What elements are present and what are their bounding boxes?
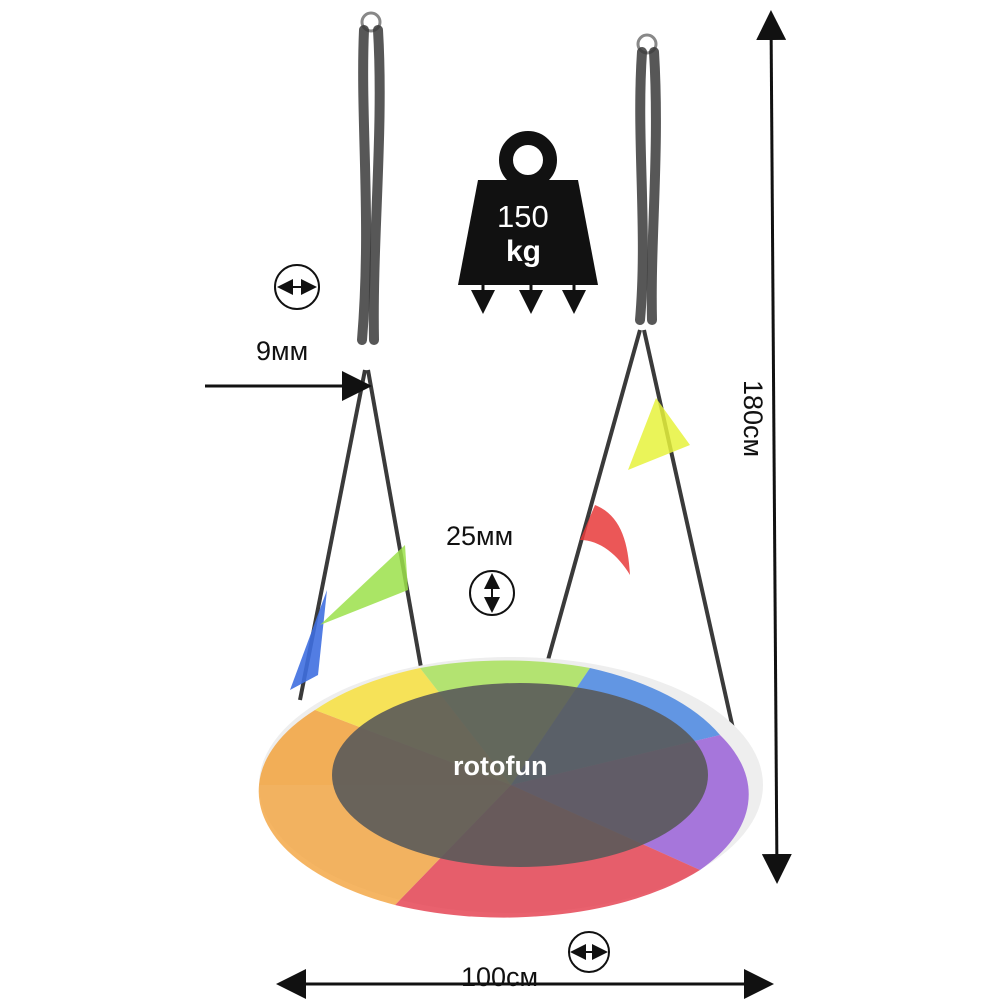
weight-icon [458, 131, 598, 314]
horizontal-measure-icon [274, 264, 320, 310]
seat-ropes [298, 329, 742, 761]
weight-value: 150 [497, 199, 549, 234]
brand-label: rotofun [453, 751, 548, 781]
height-arrow [756, 10, 792, 884]
strap-width-label: 25мм [446, 521, 514, 551]
height-label: 180см [738, 380, 768, 458]
flags [290, 398, 690, 690]
hanging-ropes [357, 11, 661, 345]
swing-seat [258, 657, 763, 918]
vertical-measure-icon [469, 570, 515, 616]
seat-center [332, 683, 708, 867]
diameter-label: 100см [461, 962, 539, 992]
diameter-measure-icon [568, 931, 610, 973]
weight-unit: kg [506, 235, 542, 268]
rope-thickness-label: 9мм [256, 336, 309, 366]
